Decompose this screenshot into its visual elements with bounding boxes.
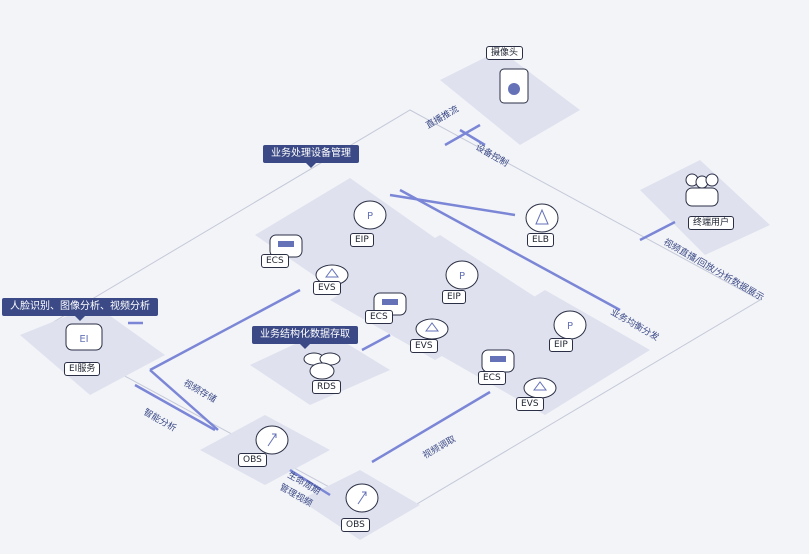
line-users — [639, 220, 676, 242]
line-rds — [361, 333, 391, 352]
obs2-label: OBS — [341, 518, 370, 532]
evs3-label: EVS — [516, 397, 544, 411]
badge-ai-analysis: 人脸识别、图像分析、视频分析 — [2, 298, 158, 321]
obs1-node — [250, 420, 294, 460]
eip-icon: P — [445, 260, 479, 290]
ecs-icon — [481, 349, 515, 373]
ecs1-label: ECS — [261, 254, 289, 268]
evs1-node — [310, 253, 354, 293]
camera-node — [492, 65, 536, 105]
users-label: 终端用户 — [688, 216, 735, 230]
eip2-node: P — [440, 255, 484, 295]
panel-users — [640, 160, 770, 255]
line-elb-left — [399, 188, 621, 312]
obs-icon — [345, 483, 379, 513]
eip1-label: EIP — [350, 233, 374, 247]
ecs2-label: ECS — [365, 310, 393, 324]
elb-node — [520, 198, 564, 238]
line-lifecycle — [289, 468, 331, 497]
rds-node — [300, 345, 344, 385]
elb-icon — [525, 203, 559, 233]
rds-icon — [303, 352, 341, 380]
ecs3-node — [476, 340, 520, 380]
evs2-label: EVS — [410, 339, 438, 353]
evs-icon — [315, 264, 349, 286]
eip-icon: P — [353, 200, 387, 230]
line-device-control — [459, 128, 486, 147]
svg-text:P: P — [567, 321, 573, 332]
eip1-node: P — [348, 195, 392, 235]
users-node — [680, 170, 724, 210]
line-storage — [149, 288, 301, 372]
ei-label: EI服务 — [64, 362, 101, 376]
obs2-node — [340, 478, 384, 518]
evs1-label: EVS — [313, 281, 341, 295]
obs-icon — [255, 425, 289, 455]
badge-business-device: 业务处理设备管理 — [263, 145, 359, 168]
eip3-label: EIP — [549, 338, 573, 352]
badge-structured-storage: 业务结构化数据存取 — [252, 326, 358, 349]
line-elb-top — [389, 193, 516, 217]
ei-icon: EI — [65, 323, 103, 351]
users-icon — [685, 173, 719, 207]
line-retrieval — [371, 390, 491, 464]
line-ai-analysis — [134, 383, 216, 432]
svg-text:P: P — [459, 271, 465, 282]
svg-text:P: P — [367, 211, 373, 222]
camera-label: 摄像头 — [486, 46, 524, 60]
ei-node: EI — [62, 318, 106, 358]
svg-text:EI: EI — [79, 334, 88, 345]
line-storage-2 — [149, 369, 219, 431]
ecs3-label: ECS — [478, 371, 506, 385]
camera-icon — [499, 68, 529, 104]
obs1-label: OBS — [238, 453, 267, 467]
line-live-push — [444, 123, 481, 147]
elb-label: ELB — [527, 233, 554, 247]
rds-label: RDS — [312, 380, 341, 394]
eip2-label: EIP — [442, 290, 466, 304]
